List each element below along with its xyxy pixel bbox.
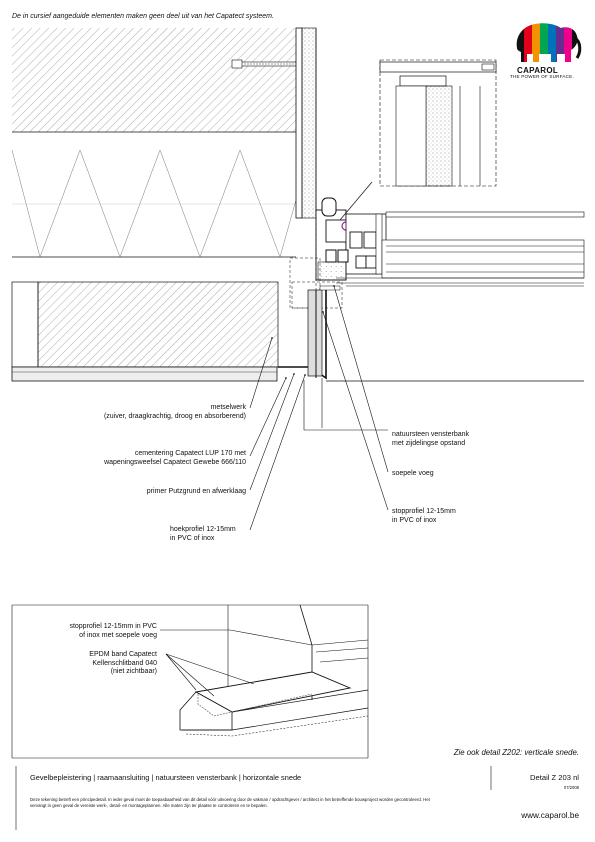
brand-name: CAPAROL [517, 66, 559, 75]
upper-wall-hatch [12, 28, 296, 133]
masonry-block [11, 281, 279, 382]
header-note: De in cursief aangeduide elementen maken… [12, 13, 274, 20]
perspective-detail [11, 604, 369, 759]
caparol-elephant-logo [505, 18, 585, 80]
insulation-zigzag [11, 149, 297, 258]
disclaimer: Deze tekening betreft een principedetail… [30, 797, 430, 808]
elephant-color-stripes [516, 23, 578, 63]
stone-sill [278, 285, 584, 428]
label-soft-joint: soepele voeg [392, 470, 434, 477]
perspective-leaders [160, 629, 313, 697]
leader-lines [249, 285, 389, 531]
detail-date: 07/2008 [563, 785, 579, 790]
label-primer: primer Putzgrund en afwerklaag [146, 488, 246, 495]
detail-code: Detail Z 203 nl [530, 773, 579, 782]
label-stop-profile-joint: stopprofiel 12-15mm in PVC of inox met s… [69, 623, 157, 639]
see-also-note: Zie ook detail Z202: verticale snede. [453, 748, 579, 757]
label-sill: natuursteen vensterbank met zijdelingse … [392, 431, 470, 447]
facade-plaster-column [295, 27, 317, 219]
footer-frame [15, 766, 492, 830]
brand-tagline: THE POWER OF SURFACE. [510, 74, 574, 79]
magnified-inset [339, 59, 497, 221]
website-link[interactable]: www.caparol.be [521, 811, 579, 820]
label-corner-profile: hoekprofiel 12-15mm in PVC of inox [170, 526, 236, 542]
label-cementing: cementering Capatect LUP 170 met wapenin… [104, 450, 246, 466]
window-frame-profile [315, 197, 585, 287]
label-epdm: EPDM band Capatect Kellenschlitband 040 … [89, 651, 157, 676]
footer-title: Gevelbepleistering | raamaansluiting | n… [30, 773, 302, 782]
label-stop-profile: stopprofiel 12-15mm in PVC of inox [392, 508, 456, 524]
label-masonry: metselwerk (zuiver, draagkrachtig, droog… [103, 404, 246, 420]
